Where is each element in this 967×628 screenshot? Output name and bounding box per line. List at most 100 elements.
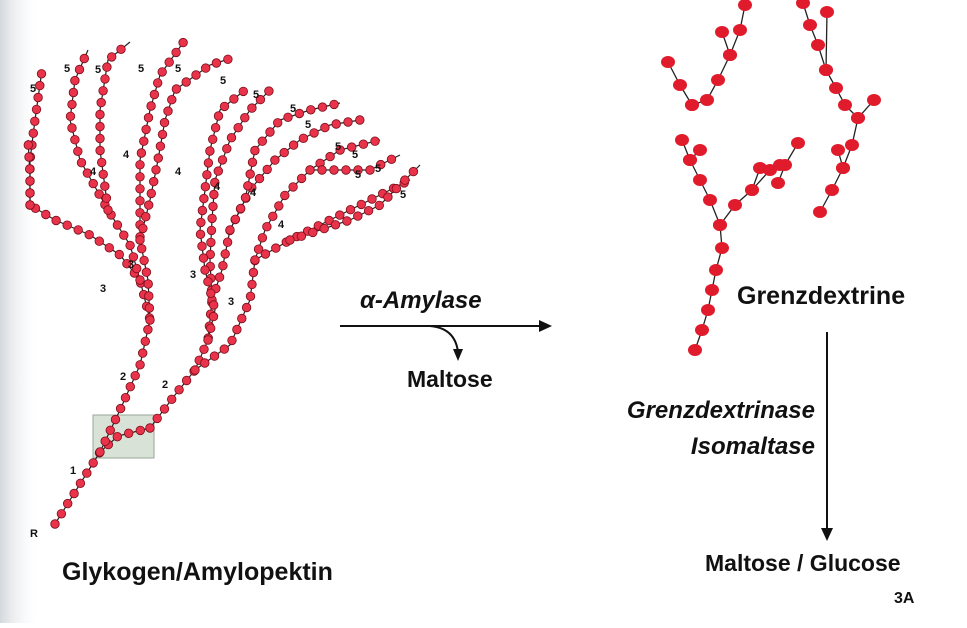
glucose-bead (317, 165, 327, 175)
dextrine-bead (683, 154, 697, 166)
glucose-bead (119, 230, 129, 240)
glucose-bead (136, 243, 147, 254)
glucose-bead (206, 288, 216, 299)
dextrine-bead (851, 112, 865, 124)
glucose-bead (223, 54, 233, 65)
dextrine-bead (796, 0, 810, 9)
final-products-label: Maltose / Glucose (705, 550, 901, 576)
glucose-bead (206, 237, 216, 248)
glucose-bead (102, 62, 112, 72)
glucose-bead (140, 336, 151, 347)
glucose-bead (146, 188, 157, 199)
glucose-bead (23, 140, 34, 150)
glucose-bead (41, 209, 51, 220)
glucose-bead (408, 166, 419, 177)
dextrine-bead (688, 344, 702, 356)
glucose-bead (232, 324, 242, 335)
glucose-bead (33, 92, 43, 103)
glucose-bead (138, 223, 148, 234)
generation-number-label: 5 (335, 141, 341, 153)
glucose-bead (31, 104, 42, 115)
generation-number-label: 5 (352, 149, 358, 161)
glucose-bead (88, 178, 98, 189)
glucose-bead (222, 237, 233, 247)
glucose-bead (222, 143, 232, 154)
page-tag: 3A (894, 590, 915, 607)
glucose-bead (305, 165, 315, 175)
glucose-bead (250, 255, 260, 265)
glucose-bead (238, 86, 249, 97)
dextrine-bead (733, 24, 747, 36)
generation-number-label: 5 (95, 64, 101, 76)
generation-number-label: 5 (64, 63, 70, 75)
glucose-bead (245, 291, 256, 302)
dextrine-chain-line (719, 167, 761, 226)
glucose-bead (335, 210, 345, 220)
generation-number-label: 3 (128, 259, 134, 271)
glucose-bead (250, 145, 260, 156)
isomaltase-label: Isomaltase (690, 433, 815, 460)
glucose-bead (131, 263, 142, 274)
glycogen-chain-line (139, 39, 186, 321)
dextrine-chain-line (825, 11, 828, 71)
glucose-bead (268, 211, 278, 222)
glucose-bead (143, 200, 154, 210)
glucose-bead (75, 478, 86, 489)
dextrine-bead (829, 82, 843, 94)
glucose-bead (240, 192, 251, 203)
glucose-bead (237, 313, 247, 324)
grenz-arrow-head (821, 528, 833, 541)
glucose-bead (273, 118, 283, 128)
glucose-bead (69, 488, 79, 499)
glucose-bead (219, 101, 230, 112)
glucose-bead (280, 190, 290, 201)
dextrine-bead (701, 304, 715, 316)
glucose-bead (62, 498, 73, 509)
glucose-bead (217, 155, 228, 165)
glucose-bead (347, 142, 357, 152)
glucose-bead (243, 181, 253, 191)
generation-number-label: 3 (100, 283, 106, 295)
glucose-bead (139, 255, 149, 266)
glucose-bead (149, 89, 160, 100)
glucose-bead (191, 70, 201, 80)
dextrine-bead (836, 162, 850, 174)
glucose-bead (200, 358, 210, 368)
glucose-bead (288, 140, 299, 150)
glucose-bead (319, 223, 329, 234)
glucose-bead (76, 157, 87, 168)
generation-number-label: 4 (278, 219, 285, 231)
glucose-bead (200, 181, 211, 192)
glucose-bead (207, 213, 217, 224)
glucose-bead (164, 57, 174, 67)
generation-number-label: 5 (290, 103, 296, 115)
glucose-bead (253, 244, 264, 254)
glucose-bead (309, 128, 319, 138)
amylase-arrow-head (539, 320, 552, 332)
glucose-bead (96, 97, 106, 108)
glucose-bead (331, 119, 341, 129)
glucose-bead (120, 393, 131, 403)
glucose-bead (171, 47, 181, 58)
glucose-bead (135, 160, 145, 170)
glucose-bead (103, 205, 113, 215)
dextrine-bead (715, 242, 729, 254)
glucose-bead (112, 432, 123, 442)
glucose-bead (247, 279, 257, 290)
glucose-bead (225, 225, 235, 235)
generation-number-label: 1 (70, 465, 76, 477)
glucose-bead (358, 139, 369, 149)
glucose-bead (247, 157, 258, 168)
generation-number-label: 5 (305, 119, 311, 131)
glucose-bead (355, 115, 365, 125)
glucose-bead (98, 169, 108, 180)
dextrine-bead (771, 177, 785, 189)
generation-number-label: 5 (375, 163, 381, 175)
dextrine-bead (675, 134, 689, 146)
glucose-bead (141, 124, 151, 135)
glucose-bead (94, 189, 104, 199)
dextrine-bead (695, 324, 709, 336)
dextrine-bead (711, 74, 725, 86)
glucose-bead (152, 78, 163, 88)
